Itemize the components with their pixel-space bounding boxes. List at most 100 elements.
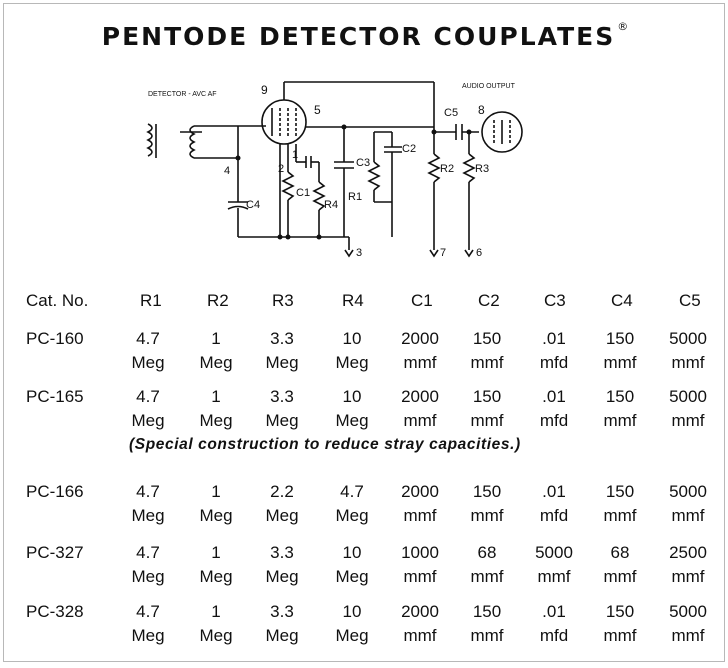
cell-value: 1 xyxy=(211,602,221,621)
table-cell: 2000 mmf xyxy=(388,327,452,375)
cell-value: 4.7 xyxy=(136,387,160,406)
cell-value: 150 xyxy=(472,329,502,348)
label-c5: C5 xyxy=(444,107,458,119)
cell-unit: Meg xyxy=(265,411,299,430)
table-cell: .01 mfd xyxy=(522,600,586,648)
label-audio-output: AUDIO OUTPUT xyxy=(462,83,516,90)
table-cell: 68 mmf xyxy=(588,541,652,589)
cell-value: .01 xyxy=(542,602,566,621)
cell-value: 3.3 xyxy=(270,387,294,406)
circuit-schematic: DETECTOR - AVC AF AUDIO OUTPUT 9 5 8 1 2… xyxy=(146,81,523,259)
cell-value: 150 xyxy=(472,482,502,501)
cell-unit: Meg xyxy=(131,411,165,430)
couplates-sheet: PENTODE DETECTOR COUPLATES® xyxy=(3,3,725,662)
cell-unit: mmf xyxy=(470,411,504,430)
pin-9: 9 xyxy=(261,83,268,97)
cell-unit: mmf xyxy=(470,506,504,525)
header-r3: R3 xyxy=(272,291,294,310)
cell-unit: mmf xyxy=(403,626,437,645)
table-cell: 150 mmf xyxy=(455,480,519,528)
cell-value: 68 xyxy=(610,543,630,562)
special-construction-note: (Special construction to reduce stray ca… xyxy=(129,436,521,453)
cell-unit: mmf xyxy=(603,567,637,586)
label-r2: R2 xyxy=(440,163,454,175)
cell-value: 68 xyxy=(477,543,497,562)
cell-unit: mmf xyxy=(603,506,637,525)
cell-unit: mmf xyxy=(470,353,504,372)
cell-value: 1 xyxy=(211,482,221,501)
label-c1: C1 xyxy=(296,187,310,199)
cell-value: .01 xyxy=(542,482,566,501)
header-c2: C2 xyxy=(478,291,500,310)
table-cell: 150 mmf xyxy=(455,385,519,433)
row-cat-no: PC-327 xyxy=(26,543,84,562)
cell-value: 3.3 xyxy=(270,329,294,348)
title-text: PENTODE DETECTOR COUPLATES xyxy=(101,22,616,51)
cell-value: 5000 xyxy=(535,543,573,562)
cell-value: 150 xyxy=(605,387,635,406)
page-title: PENTODE DETECTOR COUPLATES® xyxy=(4,20,724,51)
cell-value: 2000 xyxy=(401,387,439,406)
cell-unit: Meg xyxy=(265,567,299,586)
label-c2: C2 xyxy=(402,143,416,155)
cell-value: 150 xyxy=(472,387,502,406)
cell-value: .01 xyxy=(542,329,566,348)
cell-unit: mmf xyxy=(403,353,437,372)
header-c3: C3 xyxy=(544,291,566,310)
cell-unit: Meg xyxy=(131,626,165,645)
cell-unit: mmf xyxy=(671,411,705,430)
cell-unit: mmf xyxy=(671,567,705,586)
cell-value: 5000 xyxy=(669,329,707,348)
row-cat-no: PC-328 xyxy=(26,602,84,621)
cell-value: 2000 xyxy=(401,329,439,348)
cell-unit: mmf xyxy=(603,411,637,430)
table-cell: 150 mmf xyxy=(455,327,519,375)
header-c4: C4 xyxy=(611,291,633,310)
cell-unit: Meg xyxy=(335,506,369,525)
cell-unit: Meg xyxy=(199,353,233,372)
cell-value: 10 xyxy=(342,329,362,348)
cell-unit: Meg xyxy=(265,353,299,372)
cell-unit: Meg xyxy=(335,626,369,645)
cell-value: 4.7 xyxy=(340,482,364,501)
cell-unit: mfd xyxy=(539,626,569,645)
cell-unit: mmf xyxy=(671,353,705,372)
cell-value: 10 xyxy=(342,602,362,621)
cell-unit: Meg xyxy=(131,353,165,372)
label-r1: R1 xyxy=(348,191,362,203)
cell-value: 3.3 xyxy=(270,602,294,621)
cell-value: 1000 xyxy=(401,543,439,562)
pin-4: 4 xyxy=(224,165,230,177)
header-c5: C5 xyxy=(679,291,701,310)
label-c4: C4 xyxy=(246,199,260,211)
label-detector: DETECTOR - AVC AF xyxy=(148,91,217,98)
cell-value: 10 xyxy=(342,387,362,406)
cell-unit: mfd xyxy=(539,411,569,430)
cell-unit: Meg xyxy=(335,411,369,430)
cell-value: 3.3 xyxy=(270,543,294,562)
cell-value: 4.7 xyxy=(136,482,160,501)
pin-3: 3 xyxy=(356,247,362,259)
label-r3: R3 xyxy=(475,163,489,175)
cell-value: .01 xyxy=(542,387,566,406)
cell-value: 1 xyxy=(211,543,221,562)
cell-unit: mmf xyxy=(470,626,504,645)
